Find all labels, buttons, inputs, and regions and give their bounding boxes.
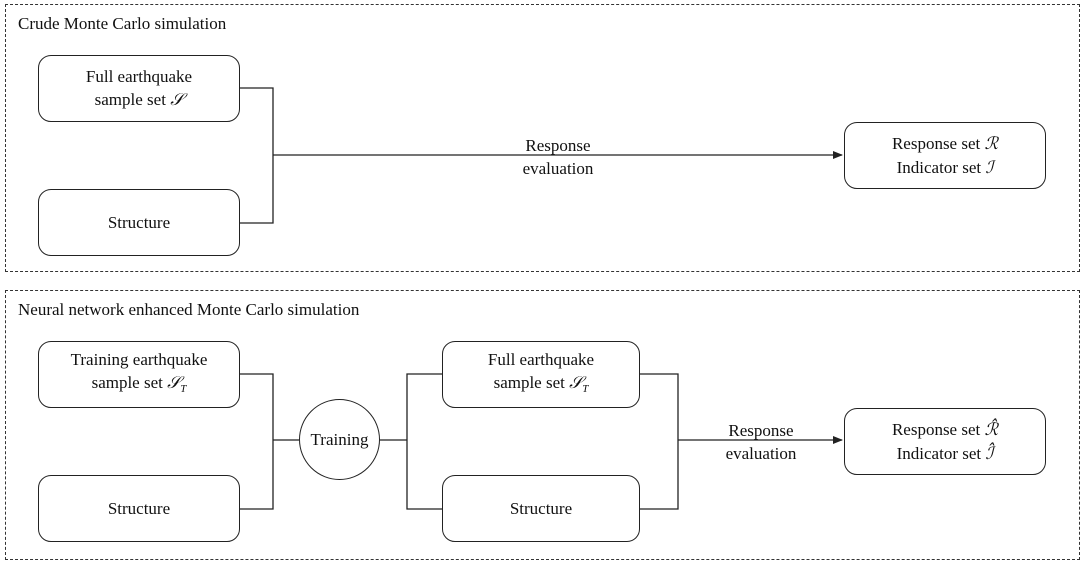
set-s-symbol: 𝒮	[170, 90, 184, 110]
structure-box-right: Structure	[442, 475, 640, 542]
sample-set-text: sample set	[493, 373, 570, 392]
edge-label-line2: evaluation	[522, 159, 594, 178]
bottom-left-merge-bracket	[240, 373, 274, 510]
box-line: Response set ℛ	[892, 132, 998, 156]
structure-label: Structure	[107, 499, 171, 518]
structure-box-left: Structure	[38, 475, 240, 542]
set-r-hat-symbol: ℛ̂	[984, 419, 999, 440]
indicator-set-text: Indicator set	[896, 157, 986, 177]
edge-label-line2: evaluation	[725, 444, 797, 463]
response-indicator-set-box: Response set ℛ Indicator set ℐ	[844, 122, 1046, 189]
training-label: Training	[310, 429, 369, 449]
edge-label-line1: Response	[525, 136, 591, 155]
bottom-response-evaluation-label: Response evaluation	[711, 419, 811, 465]
box-line: Response set ℛ̂	[892, 418, 998, 442]
structure-label: Structure	[509, 499, 573, 518]
set-i-hat-symbol: ℐ̂	[985, 443, 994, 464]
box-line: Full earthquake	[487, 350, 595, 369]
nn-mc-title: Neural network enhanced Monte Carlo simu…	[18, 300, 360, 319]
box-line: sample set 𝒮T	[494, 371, 589, 401]
full-earthquake-sample-set-box: Full earthquake sample set 𝒮	[38, 55, 240, 122]
subscript-t: T	[582, 383, 589, 395]
set-i-symbol: ℐ	[985, 157, 994, 178]
full-earthquake-sample-set-box: Full earthquake sample set 𝒮T	[442, 341, 640, 408]
top-response-evaluation-label: Response evaluation	[508, 134, 608, 180]
set-s-symbol: 𝒮	[167, 373, 181, 393]
box-line: Full earthquake	[85, 67, 193, 86]
set-s-symbol: 𝒮	[569, 373, 583, 393]
bottom-right-merge-bracket	[640, 373, 679, 510]
box-line: sample set 𝒮	[95, 88, 184, 112]
sample-set-text: sample set	[91, 373, 168, 392]
sample-set-text: sample set	[94, 90, 171, 109]
estimated-response-indicator-set-box: Response set ℛ̂ Indicator set ℐ̂	[844, 408, 1046, 475]
box-line: Indicator set ℐ̂	[897, 442, 994, 466]
edge-label-line1: Response	[728, 421, 794, 440]
training-node: Training	[299, 399, 380, 480]
structure-label: Structure	[107, 213, 171, 232]
response-set-text: Response set	[891, 133, 985, 153]
nn-mc-panel	[5, 290, 1080, 560]
crude-mc-panel	[5, 4, 1080, 272]
subscript-t: T	[180, 383, 187, 395]
indicator-set-text: Indicator set	[896, 443, 986, 463]
set-r-symbol: ℛ	[984, 133, 999, 154]
response-set-text: Response set	[891, 419, 985, 439]
box-line: sample set 𝒮T	[92, 371, 187, 401]
top-merge-bracket	[240, 87, 274, 224]
bottom-split-bracket	[406, 373, 442, 510]
box-line: Indicator set ℐ	[897, 156, 994, 180]
box-line: Training earthquake	[70, 350, 208, 369]
training-earthquake-sample-set-box: Training earthquake sample set 𝒮T	[38, 341, 240, 408]
structure-box: Structure	[38, 189, 240, 256]
crude-mc-title: Crude Monte Carlo simulation	[18, 14, 227, 33]
